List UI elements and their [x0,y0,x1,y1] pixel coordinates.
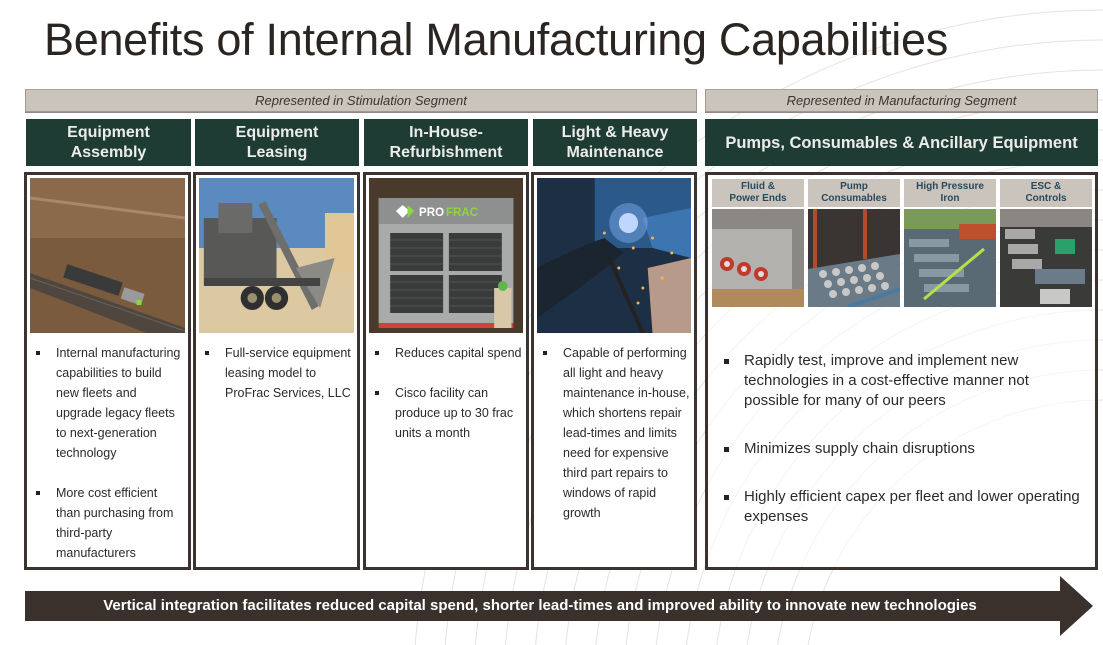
header-line: Equipment [67,123,150,141]
header-line: Equipment [235,123,319,141]
label-line: Fluid & [741,181,775,192]
label-line: Iron [940,193,960,204]
label-line: Power Ends [729,193,787,204]
label-line: Pump [840,181,868,192]
equipment-assembly-bullets: Internal manufacturing capabilities to b… [33,343,184,583]
bullet-item: Reduces capital spend [372,343,522,363]
column-header-in-house-refurbishment: In-House- Refurbishment [364,119,528,166]
column-light-heavy-maintenance: Capable of performing all light and heav… [531,172,697,570]
label-line: Consumables [821,193,887,204]
welder-sparks-photo [537,178,691,333]
consumables-photo [808,209,900,307]
in-house-refurbishment-bullets: Reduces capital spend Cisco facility can… [372,343,522,463]
bullet-item: Minimizes supply chain disruptions [720,439,1087,459]
bullet-item: Full-service equipment leasing model to … [202,343,353,403]
light-heavy-maintenance-bullets: Capable of performing all light and heav… [540,343,690,543]
manufacturing-segment-banner: Represented in Manufacturing Segment [705,89,1098,112]
sub-card-label: ESC &Controls [1000,179,1092,207]
fluid-ends-photo [712,209,804,307]
header-line: Leasing [246,143,308,161]
sub-card-label: Fluid &Power Ends [712,179,804,207]
column-header-pumps-consumables: Pumps, Consumables & Ancillary Equipment [705,119,1098,166]
header-line: Light & Heavy [561,123,669,141]
bullet-item: Highly efficient capex per fleet and low… [720,487,1087,527]
sub-card-esc-controls: ESC &Controls [1000,179,1092,307]
sub-card-fluid-power-ends: Fluid &Power Ends [712,179,804,307]
bullet-item: Capable of performing all light and heav… [540,343,690,523]
header-line: In-House- [409,123,483,141]
header-line: Refurbishment [389,143,503,161]
controls-photo [1000,209,1092,307]
stimulation-segment-banner: Represented in Stimulation Segment [25,89,697,112]
column-in-house-refurbishment: PRO FRAC Reduces capital spend Cisco fac… [363,172,529,570]
profrac-radiator-photo: PRO FRAC [369,178,523,333]
leasing-trailer-photo [199,178,354,333]
header-line: Assembly [70,143,147,161]
column-equipment-assembly: Internal manufacturing capabilities to b… [24,172,191,570]
column-equipment-leasing: Full-service equipment leasing model to … [193,172,360,570]
bullet-item: More cost efficient than purchasing from… [33,483,184,563]
label-line: High Pressure [916,181,984,192]
frac-fleet-truck-photo [30,178,185,333]
vertical-integration-arrow: Vertical integration facilitates reduced… [25,576,1093,636]
bullet-item: Cisco facility can produce up to 30 frac… [372,383,522,443]
frac-iron-photo [904,209,996,307]
arrow-text: Vertical integration facilitates reduced… [103,597,977,614]
manufacturing-bullets: Rapidly test, improve and implement new … [720,351,1087,555]
label-line: ESC & [1030,181,1062,192]
bullet-item: Internal manufacturing capabilities to b… [33,343,184,463]
page-title: Benefits of Internal Manufacturing Capab… [44,14,948,65]
equipment-leasing-bullets: Full-service equipment leasing model to … [202,343,353,423]
arrow-shape-icon [25,576,1093,636]
bullet-item: Rapidly test, improve and implement new … [720,351,1087,411]
svg-text:FRAC: FRAC [446,206,479,219]
svg-text:PRO: PRO [419,206,444,219]
header-line: Maintenance [566,143,664,161]
label-line: Controls [1025,193,1067,204]
